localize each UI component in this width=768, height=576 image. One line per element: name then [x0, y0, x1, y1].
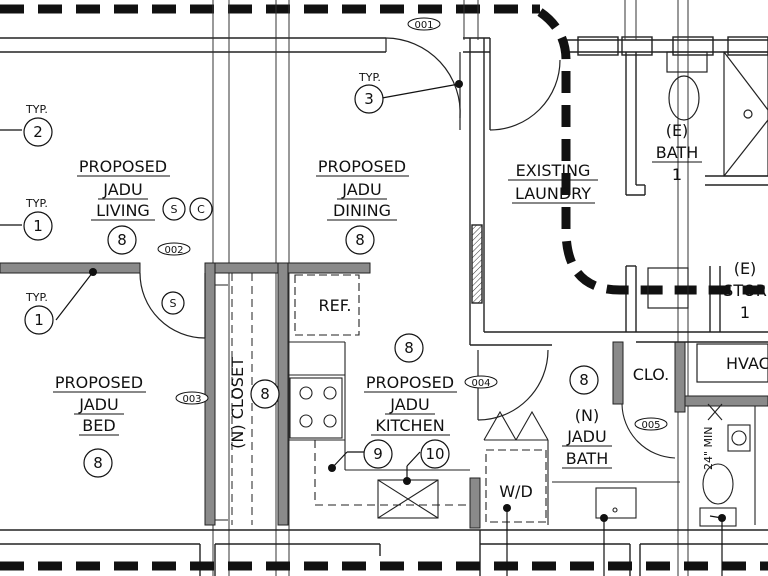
- laundry-label-line1: EXISTING: [516, 161, 591, 180]
- keynote-circles: [23, 84, 599, 478]
- bed-label-line3: BED: [82, 416, 115, 435]
- door-tag-005: 005: [641, 420, 660, 431]
- keynote-3: 3: [364, 90, 374, 108]
- jadu-bath-line1: (N): [575, 406, 599, 425]
- jadu-bath-line2: JADU: [566, 427, 606, 446]
- existing-bath-fixtures: [647, 51, 768, 309]
- existing-bath-line3: 1: [672, 165, 682, 184]
- keynote-2: 2: [33, 123, 43, 141]
- closet-shelf: [215, 273, 253, 525]
- typ-label-4: TYP.: [25, 291, 48, 304]
- door-tag-002: 002: [164, 245, 183, 256]
- keynote-10: 10: [425, 445, 444, 463]
- living-c-symbol: C: [197, 203, 205, 216]
- laundry-label-line2: LAUNDRY: [515, 184, 591, 203]
- living-tag: 8: [117, 231, 127, 249]
- door-tag-ovals: [157, 17, 668, 431]
- typ-label-3: TYP.: [25, 197, 48, 210]
- door-tag-001: 001: [414, 20, 433, 31]
- kitchen-center-tag: 8: [404, 339, 414, 357]
- jadu-bath-tag: 8: [579, 371, 589, 389]
- keynote-9: 9: [373, 445, 383, 463]
- bed-tag: 8: [93, 454, 103, 472]
- hvac-box: [696, 343, 768, 383]
- laundry-door-swing: [489, 59, 561, 131]
- door-s-symbol: S: [170, 297, 177, 310]
- keynote-1b: 1: [34, 311, 44, 329]
- living-label-line3: LIVING: [96, 201, 150, 220]
- min-clearance-label: 24" MIN: [702, 426, 715, 470]
- bed-label-line1: PROPOSED: [55, 373, 143, 392]
- bed-label-line2: JADU: [78, 395, 118, 414]
- door-tag-004: 004: [471, 378, 490, 389]
- living-door: [139, 272, 206, 339]
- typ-label-1: TYP.: [358, 71, 381, 84]
- kitchen-counters: [288, 274, 470, 519]
- washer-dryer-closet: [483, 410, 549, 525]
- hvac-label: HVAC: [726, 354, 768, 373]
- dining-tag: 8: [355, 231, 365, 249]
- leader-lines: [0, 83, 723, 576]
- living-s-symbol: S: [171, 203, 178, 216]
- closet-label: (N) CLOSET: [228, 357, 247, 449]
- existing-bath-line2: BATH: [656, 143, 698, 162]
- door-001-swing: [385, 37, 461, 130]
- bottom-exterior-wall: [0, 529, 768, 576]
- existing-storage-line3: 1: [740, 303, 750, 322]
- keynote-1a: 1: [33, 217, 43, 235]
- living-label-line1: PROPOSED: [79, 157, 167, 176]
- ref-label: REF.: [319, 296, 352, 315]
- kitchen-label-line1: PROPOSED: [366, 373, 454, 392]
- dining-label-line2: JADU: [341, 180, 381, 199]
- jadu-bath-fixtures: [552, 403, 756, 527]
- existing-storage-line1: (E): [734, 259, 757, 278]
- living-label-line2: JADU: [102, 180, 142, 199]
- dining-label-line3: DINING: [333, 201, 391, 220]
- kitchen-label-line2: JADU: [389, 395, 429, 414]
- label-underlines: [53, 161, 702, 469]
- typ-label-2: TYP.: [25, 103, 48, 116]
- existing-storage-line2: STOR: [723, 281, 767, 300]
- kitchen-label-line3: KITCHEN: [375, 416, 444, 435]
- existing-bath-line1: (E): [666, 121, 689, 140]
- demolition-dashed-arc: [537, 8, 768, 295]
- laundry-walls: [469, 38, 768, 346]
- jadu-bath-line3: BATH: [566, 449, 608, 468]
- door-tag-003: 003: [182, 394, 201, 405]
- dining-label-line1: PROPOSED: [318, 157, 406, 176]
- clo-label: CLO.: [633, 365, 670, 384]
- wd-label: W/D: [499, 482, 533, 501]
- closet-tag: 8: [260, 385, 270, 403]
- top-exterior-wall: [0, 36, 768, 56]
- leader-dots: [89, 80, 726, 522]
